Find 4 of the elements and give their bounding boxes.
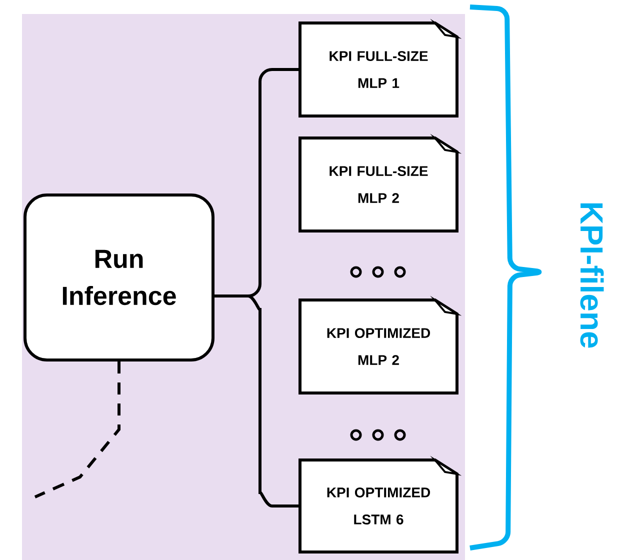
brace-connector — [214, 294, 300, 508]
vertical-label: KPI-filene — [580, 203, 604, 348]
process-box: Run Inference — [24, 194, 214, 362]
dashed-connector — [34, 362, 120, 498]
